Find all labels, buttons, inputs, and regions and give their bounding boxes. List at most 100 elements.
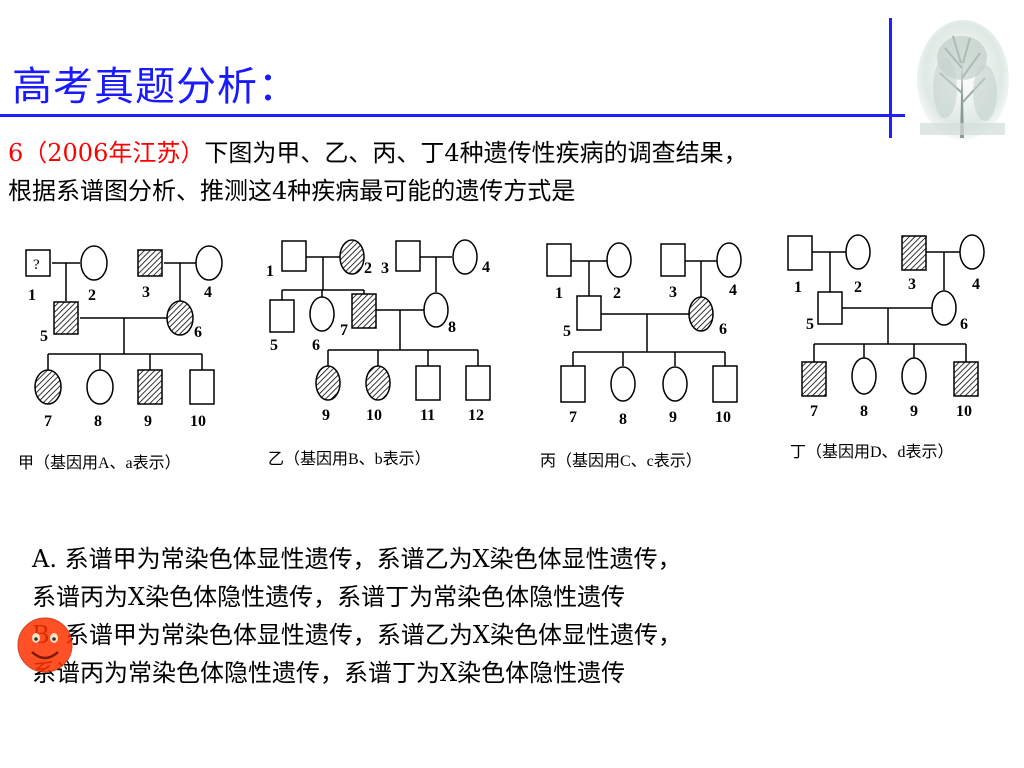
svg-text:10: 10 — [956, 403, 972, 420]
jia-member-1 — [25, 249, 51, 277]
svg-text:2: 2 — [854, 279, 862, 296]
bing-member-5 — [576, 295, 602, 331]
answer-options: A. 系谱甲为常染色体显性遗传，系谱乙为X染色体显性遗传， 系谱丙为X染色体隐性… — [32, 540, 682, 692]
pedigree-ding: 1 2 3 4 5 6 7 8 9 10 — [778, 226, 1024, 430]
svg-text:7: 7 — [569, 409, 577, 426]
svg-text:9: 9 — [910, 403, 918, 420]
yi-member-1 — [281, 240, 307, 272]
decorative-landscape-image — [917, 20, 1009, 140]
ding-member-4 — [959, 234, 985, 270]
svg-text:11: 11 — [420, 407, 435, 424]
jia-member-4 — [195, 245, 223, 281]
svg-text:9: 9 — [322, 407, 330, 424]
ding-member-1 — [787, 235, 813, 271]
jia-member-10 — [189, 369, 215, 405]
bing-member-2 — [606, 242, 632, 278]
yi-member-11 — [415, 365, 441, 401]
svg-text:8: 8 — [619, 411, 627, 428]
svg-text:9: 9 — [144, 413, 152, 430]
svg-text:5: 5 — [563, 323, 571, 340]
svg-text:6: 6 — [960, 316, 968, 333]
ding-member-3 — [901, 235, 927, 271]
yi-member-7 — [351, 293, 377, 329]
vertical-divider — [889, 18, 892, 138]
svg-text:3: 3 — [381, 260, 389, 277]
svg-text:1: 1 — [266, 263, 274, 280]
bing-member-10 — [712, 365, 738, 403]
yi-member-3 — [395, 240, 421, 272]
jia-member-2 — [80, 245, 108, 281]
svg-text:12: 12 — [468, 407, 484, 424]
slide-title: 高考真题分析： — [12, 64, 299, 110]
yi-member-2 — [339, 239, 365, 275]
jia-unknown-mark: ? — [33, 257, 40, 273]
svg-text:3: 3 — [908, 276, 916, 293]
jia-member-9 — [137, 369, 163, 405]
question-line2: 根据系谱图分析、推测这4种疾病最可能的遗传方式是 — [8, 177, 576, 205]
yi-member-10 — [365, 365, 391, 401]
svg-text:7: 7 — [340, 322, 348, 339]
svg-text:9: 9 — [669, 409, 677, 426]
option-a-line2: 系谱丙为X染色体隐性遗传，系谱丁为常染色体隐性遗传 — [32, 583, 626, 611]
yi-member-9 — [315, 365, 341, 401]
ding-member-2 — [845, 234, 871, 270]
svg-text:6: 6 — [719, 321, 727, 338]
svg-text:7: 7 — [44, 413, 52, 430]
svg-text:5: 5 — [270, 337, 278, 354]
jia-member-3 — [137, 249, 163, 277]
svg-text:10: 10 — [715, 409, 731, 426]
bing-member-8 — [610, 366, 636, 402]
option-b-line1: B. 系谱甲为常染色体显性遗传，系谱乙为X染色体显性遗传， — [32, 621, 682, 649]
caption-jia: 甲（基因用A、a表示） — [18, 455, 181, 472]
svg-text:4: 4 — [204, 284, 212, 301]
bing-member-1 — [546, 243, 572, 277]
svg-text:8: 8 — [94, 413, 102, 430]
svg-text:1: 1 — [28, 287, 36, 304]
bing-member-3 — [660, 243, 686, 277]
question-line1: 下图为甲、乙、丙、丁4种遗传性疾病的调查结果， — [204, 139, 748, 167]
bing-member-6 — [688, 296, 714, 332]
svg-text:4: 4 — [729, 282, 737, 299]
svg-text:6: 6 — [312, 337, 320, 354]
option-b-line2: 系谱丙为常染色体隐性遗传，系谱丁为X染色体隐性遗传 — [32, 659, 626, 687]
svg-text:2: 2 — [613, 285, 621, 302]
caption-ding: 丁（基因用D、d表示） — [790, 444, 954, 461]
bing-member-4 — [716, 242, 742, 278]
ding-member-8 — [851, 357, 877, 395]
yi-member-4 — [452, 239, 478, 275]
smiley-face-icon — [17, 617, 73, 673]
svg-text:4: 4 — [482, 259, 490, 276]
ding-number-labels: 1 2 3 4 5 6 7 8 9 10 — [794, 276, 980, 420]
svg-text:7: 7 — [810, 403, 818, 420]
svg-text:6: 6 — [194, 324, 202, 341]
svg-text:10: 10 — [366, 407, 382, 424]
yi-member-5 — [269, 299, 295, 333]
svg-text:4: 4 — [972, 276, 980, 293]
svg-text:1: 1 — [794, 279, 802, 296]
pedigree-ding-chart: 1 2 3 4 5 6 7 8 9 10 — [787, 234, 985, 420]
svg-text:2: 2 — [88, 287, 96, 304]
ding-member-9 — [901, 357, 927, 395]
svg-text:10: 10 — [190, 413, 206, 430]
svg-text:3: 3 — [669, 284, 677, 301]
jia-member-5 — [53, 301, 79, 335]
svg-text:1: 1 — [555, 285, 563, 302]
question-source: 6（2006年江苏） — [8, 139, 205, 167]
svg-text:5: 5 — [806, 316, 814, 333]
ding-member-5 — [817, 291, 843, 325]
caption-yi: 乙（基因用B、b表示） — [268, 451, 431, 468]
svg-text:3: 3 — [142, 284, 150, 301]
jia-member-7 — [34, 369, 62, 405]
pedigree-bing-chart: 1 2 3 4 5 6 7 8 9 10 — [546, 242, 742, 428]
bing-number-labels: 1 2 3 4 5 6 7 8 9 10 — [555, 282, 737, 428]
ding-member-10 — [953, 361, 979, 397]
question-text: 6（2006年江苏）下图为甲、乙、丙、丁4种遗传性疾病的调查结果， 根据系谱图分… — [8, 134, 1018, 210]
yi-member-12 — [465, 365, 491, 401]
svg-text:8: 8 — [860, 403, 868, 420]
